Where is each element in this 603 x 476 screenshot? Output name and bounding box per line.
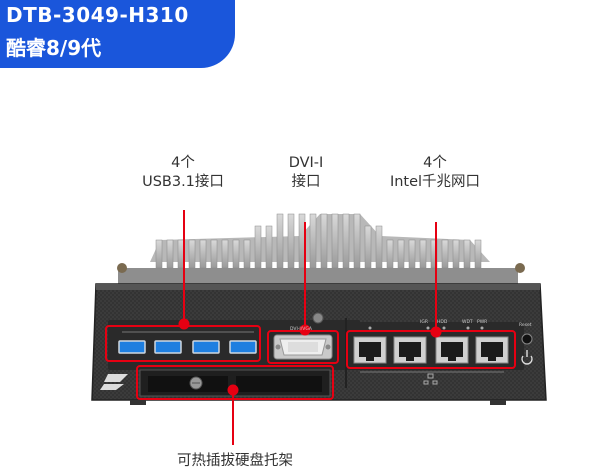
heatsink: [118, 213, 518, 284]
power-icon[interactable]: [521, 350, 533, 365]
lan-port-group: [353, 336, 509, 385]
heatsink-fin: [287, 213, 295, 269]
dvi-callout-desc: 接口: [291, 174, 321, 190]
usb-callout: 4个 USB3.1接口: [128, 154, 238, 192]
heatsink-fin: [210, 239, 218, 269]
cpu-generation: 酷睿8/9代: [6, 36, 102, 60]
hdd-led-label: HDD: [437, 319, 448, 325]
reset-button[interactable]: [521, 333, 533, 345]
heatsink-fin: [188, 239, 196, 269]
heatsink-fin: [397, 239, 405, 269]
usb-port[interactable]: [192, 340, 220, 354]
model-name: DTB-3049-H310: [6, 3, 189, 27]
dvi-print-label: DVI-I/VGA: [290, 326, 313, 332]
heatsink-fin: [375, 225, 383, 269]
heatsink-fin: [166, 239, 174, 269]
hdd-callout-dot: [227, 384, 239, 396]
lan-port[interactable]: [435, 336, 469, 364]
usb-port[interactable]: [118, 340, 146, 354]
hdd-callout-desc: 可热插拔硬盘托架: [177, 453, 293, 469]
screw-icon: [515, 263, 525, 273]
lan-callout-count: 4个: [423, 155, 447, 171]
usb-port[interactable]: [154, 340, 182, 354]
igr-label: IGR: [420, 319, 428, 325]
heatsink-fin: [265, 225, 273, 269]
hdd-highlight-box: [136, 365, 334, 400]
pwr-label: PWR: [477, 319, 487, 325]
wdt-label: WDT: [462, 319, 473, 325]
usb-callout-count: 4个: [171, 155, 195, 171]
lan-port[interactable]: [475, 336, 509, 364]
heatsink-fin: [243, 239, 251, 269]
heatsink-fin: [353, 213, 361, 269]
dvi-callout-title: DVI-I: [288, 155, 324, 171]
heatsink-fin: [441, 239, 449, 269]
heatsink-fin: [463, 239, 471, 269]
usb-port-group: [118, 331, 257, 354]
heatsink-fin: [155, 239, 163, 269]
heatsink-fin: [474, 239, 482, 269]
heatsink-fin: [331, 213, 339, 269]
heatsink-fin: [254, 225, 262, 269]
dvi-callout-dot: [299, 324, 311, 336]
led-indicators: [368, 326, 484, 330]
heatsink-fin: [199, 239, 207, 269]
heatsink-fin: [452, 239, 460, 269]
heatsink-fin: [221, 239, 229, 269]
dvi-port[interactable]: [273, 334, 333, 360]
reset-label: Reset: [519, 322, 532, 328]
heatsink-fin: [386, 239, 394, 269]
dvi-callout: DVI-I 接口: [266, 154, 346, 192]
usb-callout-desc: USB3.1接口: [142, 174, 224, 190]
network-icon: [423, 373, 438, 385]
product-badge: DTB-3049-H310 酷睿8/9代: [0, 0, 235, 68]
brand-logo: [100, 374, 128, 390]
lan-port[interactable]: [393, 336, 427, 364]
lan-port[interactable]: [353, 336, 387, 364]
heatsink-fin: [408, 239, 416, 269]
screw-icon: [117, 263, 127, 273]
screw-icon: [312, 312, 324, 324]
heatsink-fin: [276, 213, 284, 269]
lan-callout: 4个 Intel千兆网口: [370, 154, 500, 192]
hdd-callout: 可热插拔硬盘托架: [150, 452, 320, 471]
lan-callout-dot: [430, 326, 442, 338]
lan-callout-desc: Intel千兆网口: [389, 174, 481, 190]
heatsink-fin: [309, 213, 317, 269]
heatsink-fin: [320, 213, 328, 269]
usb-callout-dot: [178, 318, 190, 330]
heatsink-fin: [342, 213, 350, 269]
usb-port[interactable]: [229, 340, 257, 354]
heatsink-fin: [419, 239, 427, 269]
heatsink-fin: [364, 225, 372, 269]
heatsink-fin: [232, 239, 240, 269]
